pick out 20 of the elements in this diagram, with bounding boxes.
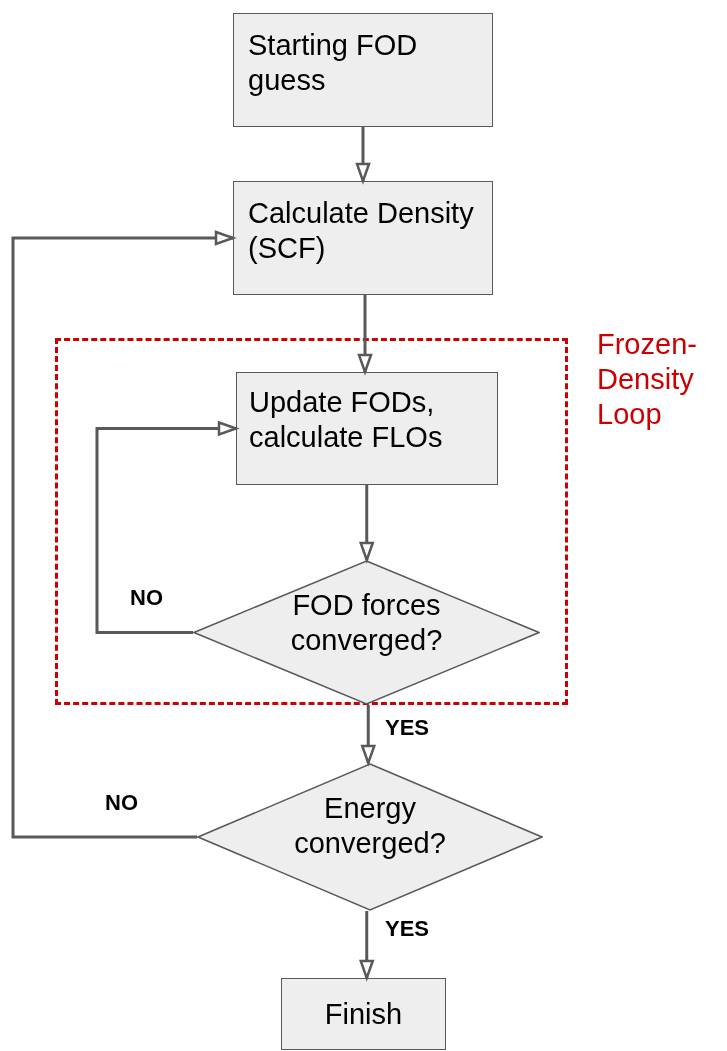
arrow [359, 485, 374, 562]
box-text: Calculate Density (SCF) [248, 196, 475, 266]
arrow [11, 230, 235, 839]
process-box [281, 978, 446, 1050]
box-text: Finish [323, 997, 404, 1032]
process-box [233, 181, 493, 295]
arrow [95, 421, 238, 634]
arrow [357, 295, 373, 374]
decision-diamond [197, 763, 543, 911]
process-box [233, 13, 493, 127]
decision-text: Energy converged? [293, 791, 447, 861]
decision-text: FOD forces converged? [289, 588, 444, 658]
arrow [355, 127, 371, 183]
arrow [359, 911, 374, 980]
box-text: Update FODs, calculate FLOs [249, 385, 444, 455]
arrow [361, 705, 376, 765]
box-text: Starting FOD guess [248, 28, 419, 98]
region-label: Frozen-Density Loop [597, 327, 698, 432]
decision-diamond [193, 560, 540, 705]
process-box [236, 372, 498, 485]
